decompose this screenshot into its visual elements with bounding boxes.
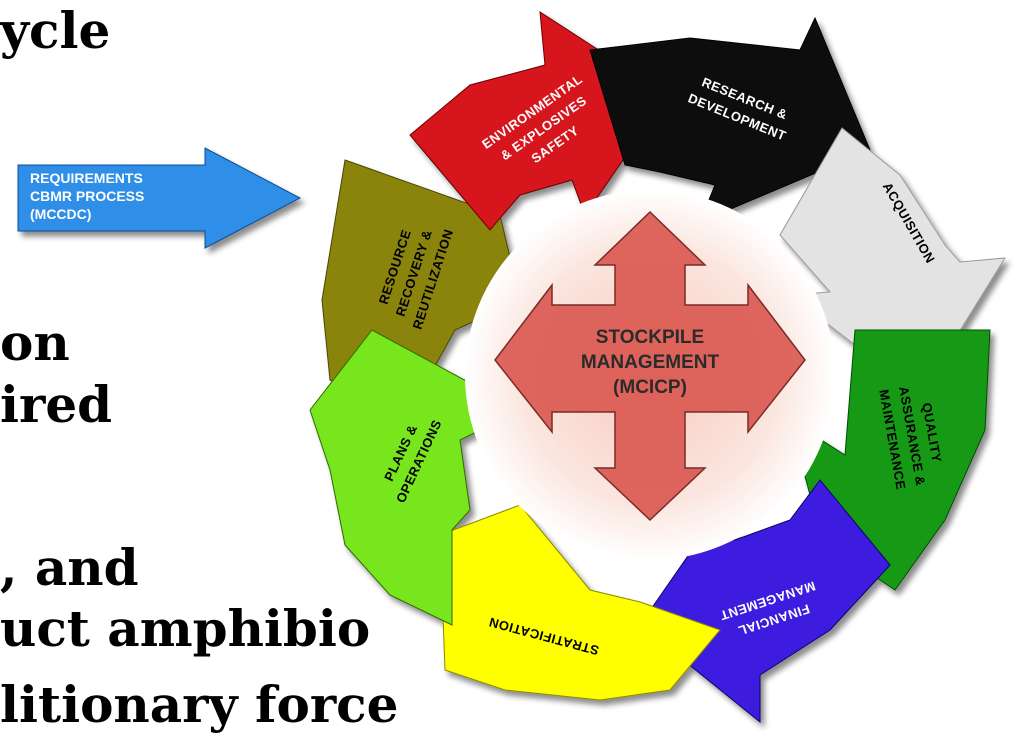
slide-text-line-1: ycle	[0, 1, 111, 60]
slide-text-line-2: on	[0, 313, 70, 372]
center-label-line-3: (MCICP)	[613, 377, 687, 398]
center-stockpile-arrow	[494, 210, 806, 522]
slide-text-line-3: ired	[0, 375, 113, 434]
slide-text-line-6: litionary force	[0, 675, 399, 734]
segment-acquisition	[779, 127, 1006, 396]
segment-research-development	[589, 16, 871, 223]
requirements-label-line-3: (MCCDC)	[30, 206, 91, 222]
center-label-line-1: STOCKPILE	[596, 327, 704, 348]
center-label-line-2: MANAGEMENT	[581, 352, 720, 373]
slide-text-line-4: , and	[0, 538, 139, 597]
requirements-label-line-1: REQUIREMENTS	[30, 170, 143, 186]
slide-text-line-5: uct amphibio	[0, 599, 371, 658]
requirements-label-line-2: CBMR PROCESS	[30, 188, 144, 204]
requirements-arrow	[17, 147, 302, 249]
